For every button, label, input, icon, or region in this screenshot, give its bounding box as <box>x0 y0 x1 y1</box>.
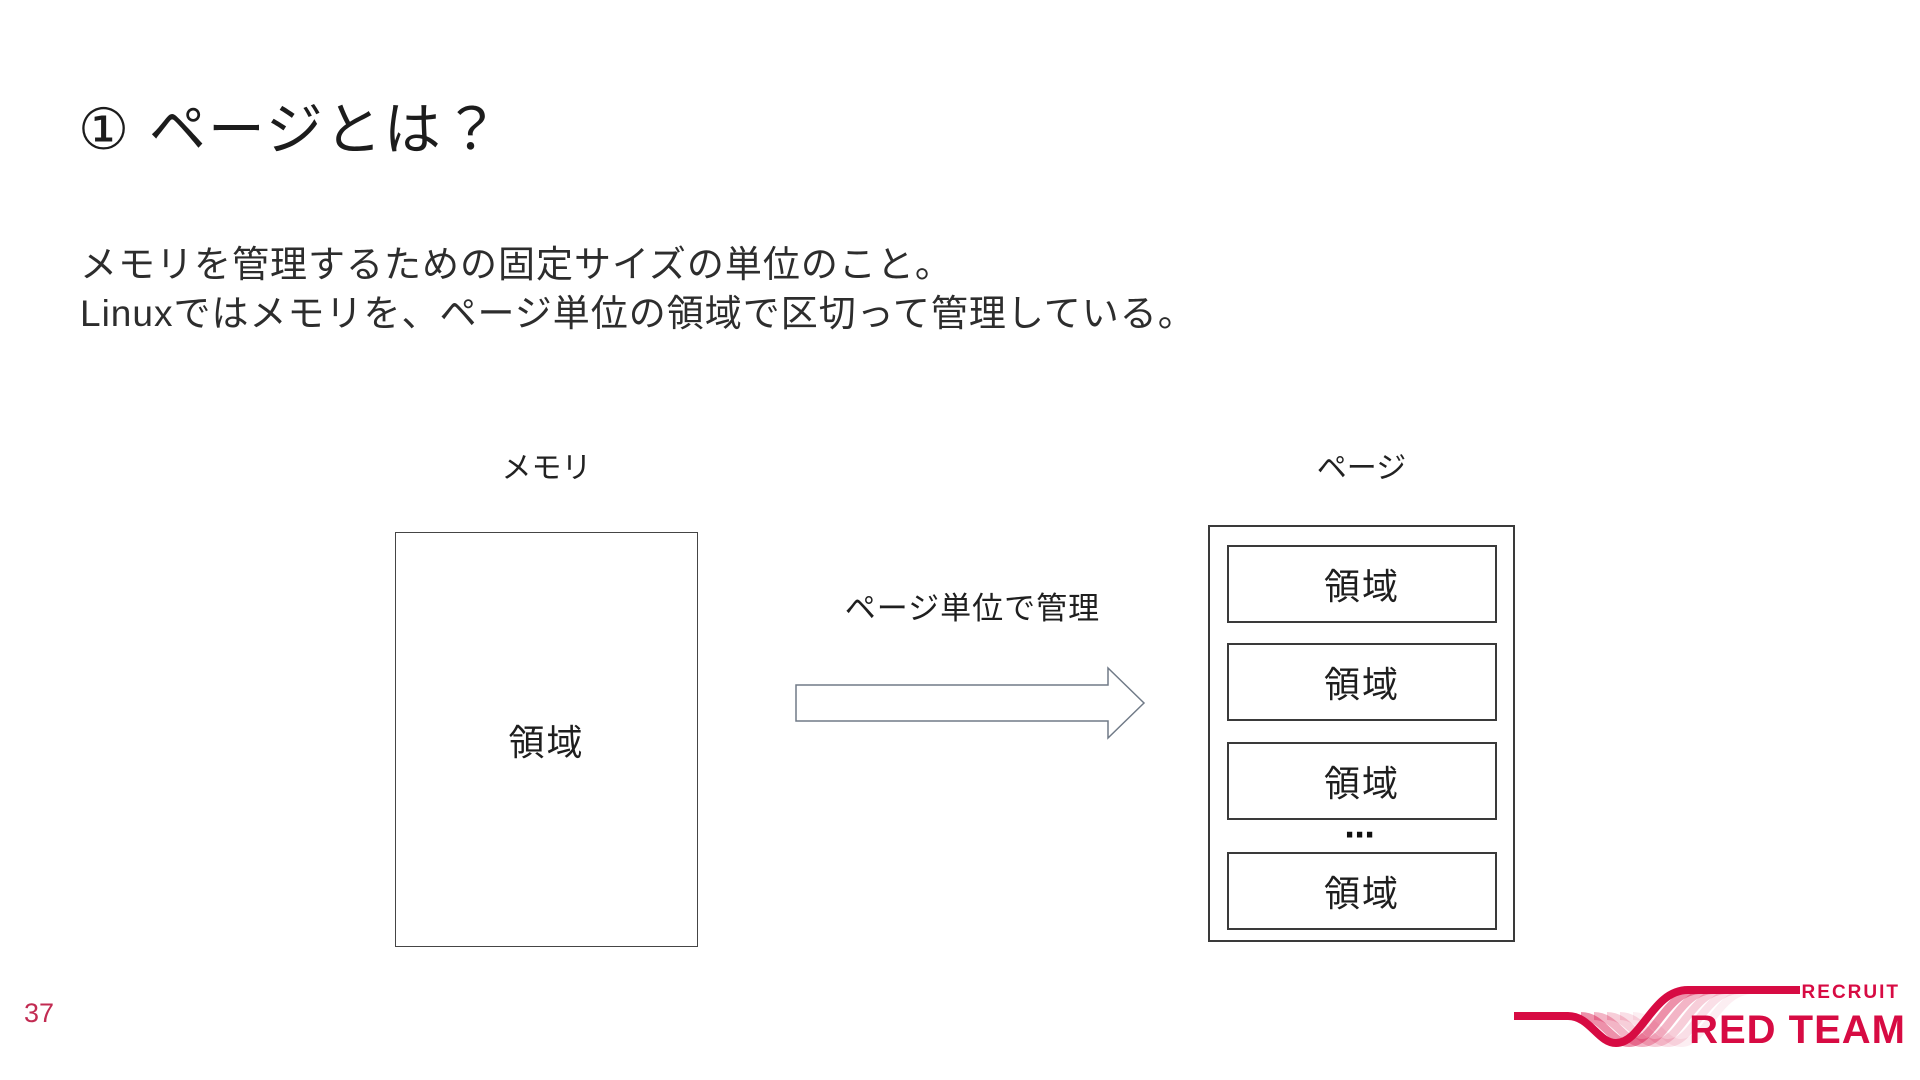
memory-label: メモリ <box>501 452 592 485</box>
page-region-box: 領域 <box>1227 742 1497 820</box>
page-box: 領域 領域 領域 ⋯ 領域 <box>1208 525 1515 942</box>
page-label: ページ <box>1316 452 1407 485</box>
page-region-box: 領域 <box>1227 643 1497 721</box>
slide-body: メモリを管理するための固定サイズの単位のこと。 Linuxではメモリを、ページ単… <box>80 240 1196 338</box>
recruit-red-team-logo: RECRUIT RED TEAM <box>1514 982 1906 1052</box>
ellipsis-dots: ⋯ <box>1344 819 1379 852</box>
arrow-label: ページ単位で管理 <box>844 591 1101 626</box>
page-region-label: 領域 <box>1323 873 1400 914</box>
body-line-2: Linuxではメモリを、ページ単位の領域で区切って管理している。 <box>80 293 1196 334</box>
logo-team-text: RED TEAM <box>1689 1008 1906 1052</box>
page-region-box: 領域 <box>1227 545 1497 623</box>
page-region-label: 領域 <box>1323 664 1400 705</box>
memory-region-label: 領域 <box>508 721 585 763</box>
logo-swoosh-icon <box>1514 986 1800 1048</box>
right-arrow-icon <box>795 666 1146 740</box>
slide-title: ① ページとは？ <box>78 98 502 162</box>
body-line-1: メモリを管理するための固定サイズの単位のこと。 <box>80 244 953 285</box>
page-number: 37 <box>24 998 55 1028</box>
page-region-label: 領域 <box>1323 763 1400 804</box>
page-region-box: 領域 <box>1227 852 1497 930</box>
memory-box: 領域 <box>395 532 698 947</box>
page-region-label: 領域 <box>1323 566 1400 607</box>
logo-brand-text: RECRUIT <box>1802 982 1900 1003</box>
